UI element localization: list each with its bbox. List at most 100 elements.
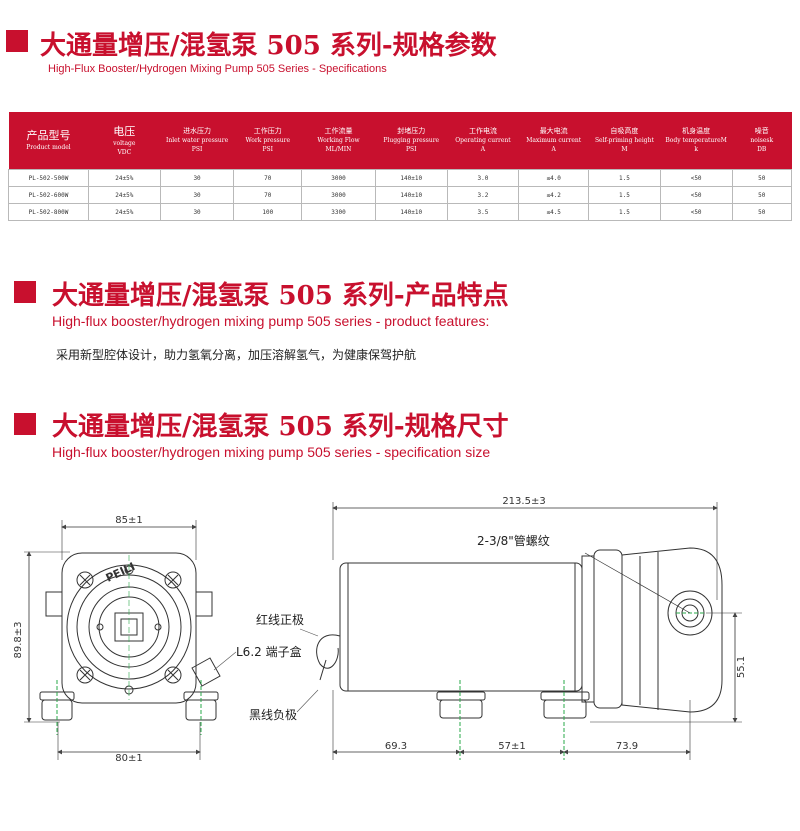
table-cell: 50	[731, 169, 792, 187]
header-unit-label: PSI	[262, 146, 274, 153]
header-unit-label: k	[694, 146, 698, 153]
table-cell: 100	[233, 203, 303, 221]
table-cell: 50	[731, 186, 792, 204]
table-cell: <50	[659, 169, 733, 187]
header-unit-label: ML/MIN	[325, 146, 352, 153]
header-unit-label: VDC	[117, 148, 132, 156]
header-cn-label: 噪音	[754, 127, 769, 135]
table-cell: 1.5	[588, 169, 661, 187]
front-view	[24, 520, 221, 760]
dimension-drawing: 85±1 80±1 89.8±3 PEILI 红线正极 L6.2 端子盒 黑线负…	[13, 496, 747, 764]
header-unit-label: A	[551, 146, 556, 153]
table-cell: 70	[233, 186, 303, 204]
table-cell: 140±10	[374, 186, 448, 204]
table-cell: 3000	[301, 169, 376, 187]
table-cell: 3.0	[446, 169, 520, 187]
dim-port-height-label: 55.1	[736, 656, 747, 678]
table-cell: 30	[159, 186, 235, 204]
header-en-label: Maximum current	[526, 137, 582, 144]
header-en-label: Work pressure	[245, 137, 291, 144]
dim-seg1-label: 69.3	[385, 741, 407, 752]
header-cn-label: 工作压力	[253, 127, 282, 135]
section-marker-icon	[6, 30, 28, 52]
header-unit-label: PSI	[405, 146, 417, 153]
table-cell: 1.5	[588, 203, 661, 221]
table-cell: 30	[159, 203, 235, 221]
section-title-en: High-flux booster/hydrogen mixing pump 5…	[52, 313, 490, 329]
table-cell: 3.5	[446, 203, 520, 221]
section-marker-icon	[14, 413, 36, 435]
table-cell: 24±5%	[87, 203, 161, 221]
side-view	[316, 502, 742, 760]
dim-seg2-label: 57±1	[498, 741, 525, 752]
table-cell: 1.5	[588, 186, 661, 204]
header-unit-label: DB	[757, 146, 767, 153]
dim-seg3-label: 73.9	[616, 741, 638, 752]
table-cell: 3.2	[446, 186, 520, 204]
header-cn-label: 电压	[113, 124, 136, 138]
section-title-cn: 大通量增压/混氢泵 505 系列-规格尺寸	[52, 412, 509, 442]
callout-black-wire: 黑线负极	[249, 708, 297, 722]
header-cn-label: 机身温度	[682, 127, 711, 135]
table-cell: 50	[731, 203, 792, 221]
section-title-en: High-flux booster/hydrogen mixing pump 5…	[52, 444, 491, 460]
header-en-label: Operating current	[455, 137, 511, 144]
feature-description: 采用新型腔体设计，助力氢氧分离，加压溶解氢气，为健康保驾护航	[56, 348, 417, 362]
table-cell: 70	[233, 169, 303, 187]
header-en-label: Plugging pressure	[383, 137, 440, 144]
table-cell: 24±5%	[87, 186, 161, 204]
table-cell: 30	[159, 169, 235, 187]
section-title-cn: 大通量增压/混氢泵 505 系列-产品特点	[52, 281, 509, 311]
header-en-label: voltage	[113, 139, 136, 147]
header-unit-label: PSI	[191, 146, 203, 153]
table-cell: PL-502-500W	[8, 169, 89, 187]
table-cell: 24±5%	[87, 169, 161, 187]
header-unit-label: A	[480, 146, 486, 153]
section-title-en: High-Flux Booster/Hydrogen Mixing Pump 5…	[48, 63, 387, 75]
brand-logo: PEILI	[104, 560, 137, 585]
header-cn-label: 最大电流	[539, 127, 568, 135]
header-cn-label: 进水压力	[183, 127, 212, 135]
front-width-bottom-label: 80±1	[115, 753, 142, 764]
port-thread-label: 2-3/8"管螺纹	[477, 533, 550, 548]
header-en-label: Product model	[26, 144, 71, 151]
header-en-label: Working Flow	[317, 137, 360, 144]
side-length-label: 213.5±3	[502, 496, 545, 507]
table-cell: 140±10	[374, 169, 448, 187]
callout-terminal: L6.2 端子盒	[236, 644, 302, 659]
header-cn-label: 工作流量	[324, 127, 353, 135]
table-cell: 140±10	[374, 203, 448, 221]
header-en-label: Self-priming height	[594, 137, 654, 144]
table-cell: <50	[659, 186, 733, 204]
table-cell: 3000	[301, 186, 376, 204]
header-en-label: Inlet water pressure	[165, 137, 229, 144]
header-cn-label: 自吸高度	[610, 127, 639, 135]
table-cell: ≤4.5	[518, 203, 590, 221]
table-cell: ≤4.2	[518, 186, 590, 204]
table-cell: ≤4.0	[518, 169, 590, 187]
header-unit-label: M	[621, 146, 628, 153]
section-marker-icon	[14, 281, 36, 303]
table-cell: PL-502-800W	[8, 203, 89, 221]
header-cn-label: 工作电流	[468, 127, 497, 135]
section-title-cn: 大通量增压/混氢泵 505 系列-规格参数	[40, 31, 497, 61]
table-cell: <50	[659, 203, 733, 221]
header-en-label: noisesk	[750, 137, 774, 144]
front-height-label: 89.8±3	[13, 621, 24, 658]
